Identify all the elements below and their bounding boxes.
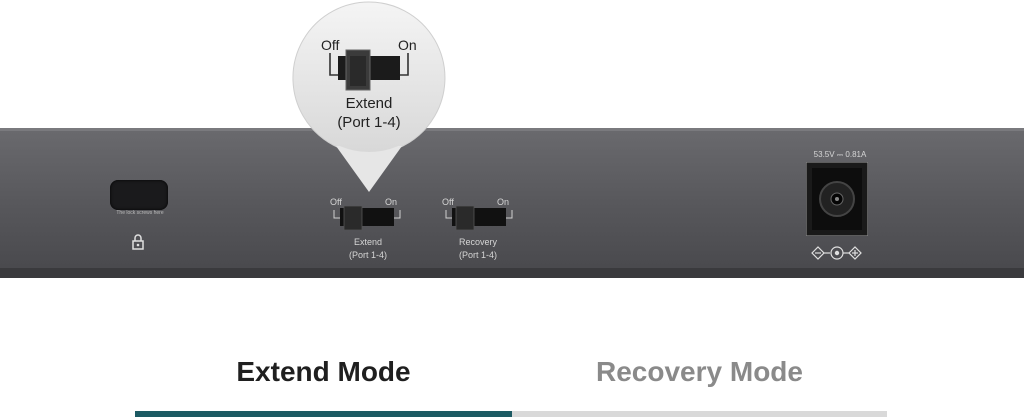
extend-switch-name: Extend (353, 237, 383, 247)
tab-extend-indicator (135, 411, 512, 417)
recovery-switch-on-label: On (497, 197, 510, 207)
tab-extend-mode[interactable]: Extend Mode (236, 356, 411, 387)
recovery-switch-ports: (Port 1-4) (458, 250, 497, 260)
kensington-slot-icon (110, 180, 168, 210)
extend-dip-switch[interactable] (332, 206, 402, 230)
lock-icon (132, 234, 144, 250)
recovery-switch-name: Recovery (458, 237, 497, 247)
polarity-icon (811, 246, 862, 260)
zoom-on-label: On (398, 37, 417, 53)
extend-switch-on-label: On (385, 197, 398, 207)
extend-switch-off-label: Off (330, 197, 342, 207)
device-rear-panel (0, 128, 1024, 278)
extend-switch-ports: (Port 1-4) (348, 250, 387, 260)
power-rating-label: 53.5V ⎓ 0.81A (813, 150, 867, 159)
kensington-caption: The lock screws here (116, 210, 164, 216)
zoom-off-label: Off (321, 37, 340, 53)
recovery-switch-off-label: Off (442, 197, 454, 207)
zoom-callout (292, 1, 446, 192)
tab-recovery-indicator (512, 411, 887, 417)
power-jack-icon[interactable] (806, 162, 868, 236)
recovery-dip-switch[interactable] (444, 206, 514, 230)
zoom-switch-name: Extend (345, 95, 393, 112)
tab-recovery-mode[interactable]: Recovery Mode (596, 356, 803, 387)
zoom-switch-ports: (Port 1-4) (337, 114, 401, 131)
